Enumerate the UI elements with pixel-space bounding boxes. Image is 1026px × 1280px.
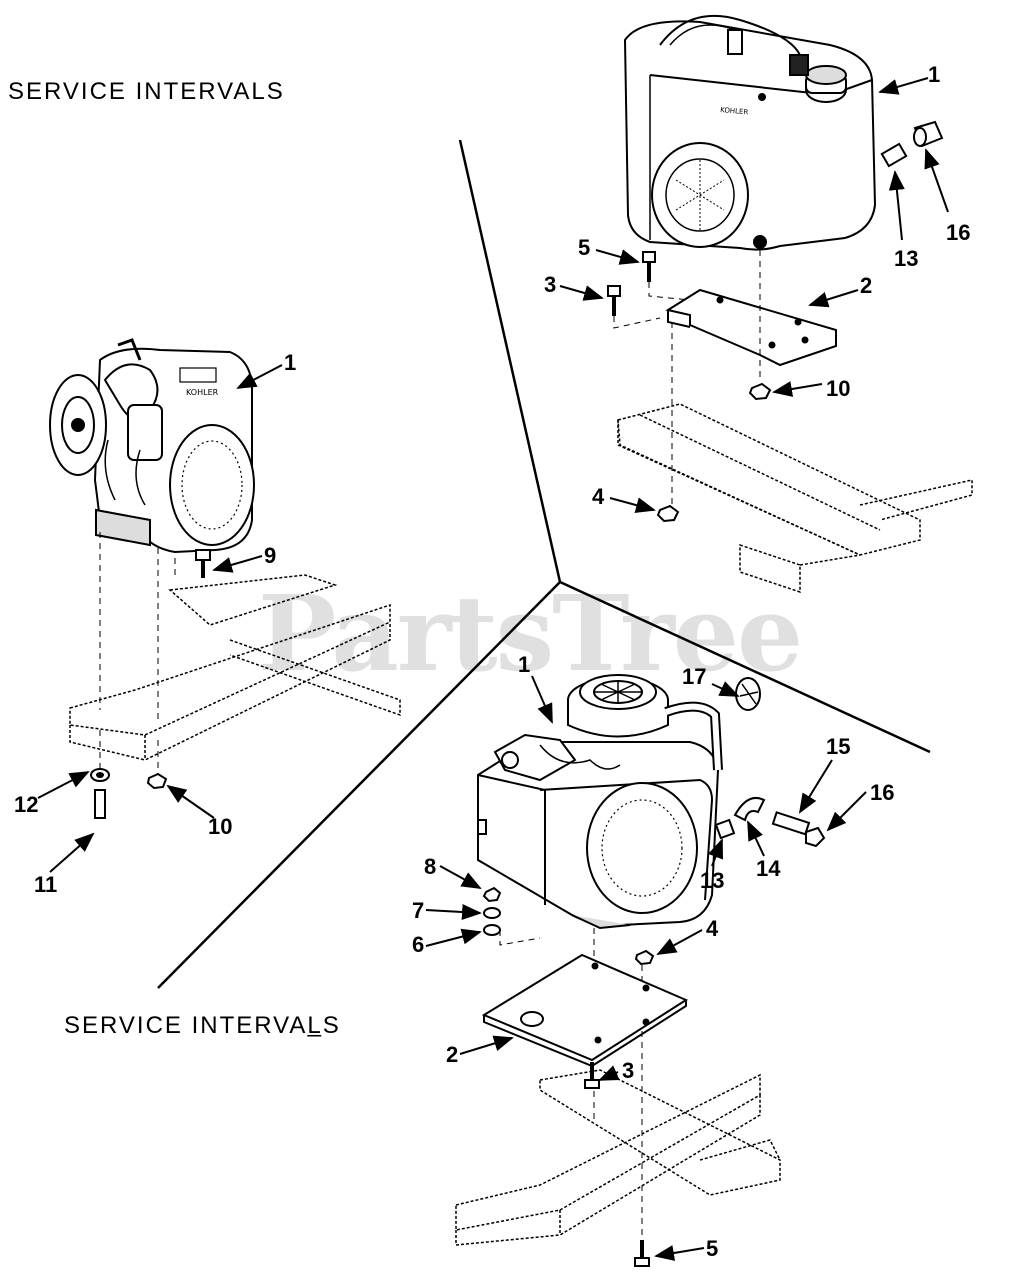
callout-2: 2 (860, 273, 872, 298)
washer-icon (483, 924, 501, 936)
bolt-head-icon (607, 285, 621, 297)
left-engine: KOHLER (49, 338, 255, 554)
callout-1: 1 (284, 350, 296, 375)
callout-5: 5 (578, 235, 590, 260)
callout-5: 5 (706, 1236, 718, 1261)
divider-line-upper (458, 139, 562, 583)
guide-lines-top (613, 250, 761, 506)
callout-10: 10 (826, 376, 850, 401)
bolt-head-icon (634, 1257, 650, 1267)
callout-15: 15 (826, 734, 850, 759)
callout-7: 7 (412, 898, 424, 923)
callout-3: 3 (544, 272, 556, 297)
cap-16-icon (805, 826, 826, 848)
frame-left (69, 574, 401, 761)
callout-11: 11 (34, 872, 57, 897)
heading-service-intervals-bottom: SERVICE INTERVAL̲S (64, 1012, 341, 1039)
pipe-15-icon (771, 811, 811, 836)
guide-lines-left (99, 532, 176, 775)
frame-bottom (455, 1069, 781, 1246)
callout-2: 2 (446, 1042, 458, 1067)
callout-10: 10 (208, 814, 232, 839)
left-engine-brand-label: KOHLER (186, 388, 219, 397)
nut-icon (482, 886, 502, 903)
nut-icon (146, 772, 168, 790)
nut-icon (634, 949, 655, 966)
bolt-head-icon (195, 549, 211, 561)
callout-6: 6 (412, 932, 424, 957)
callouts-top-right: 1 16 13 2 5 3 10 4 (544, 62, 970, 509)
divider-line-lower (157, 581, 561, 989)
callout-1: 1 (928, 62, 940, 87)
nut-icon (748, 382, 772, 401)
callout-13: 13 (894, 246, 918, 271)
lockwasher-icon (483, 907, 501, 919)
callout-17: 17 (682, 664, 706, 689)
top-right-engine: KOHLER (623, 14, 877, 251)
fitting-parts-top (880, 120, 944, 168)
bolt-left (195, 549, 211, 578)
heading-service-intervals-top: SERVICE INTERVALS (8, 78, 285, 105)
fitting-parts-bottom (714, 677, 826, 848)
callout-4: 4 (592, 484, 605, 509)
callout-4: 4 (706, 916, 719, 941)
bolt-icon (94, 789, 106, 819)
divider-line-right (559, 580, 931, 754)
elbow-icon (733, 796, 766, 822)
pipe-nipple-icon (714, 818, 736, 840)
bolts-top (607, 251, 772, 523)
section-dividers (157, 139, 931, 989)
callout-16: 16 (870, 780, 894, 805)
mount-plate-bottom (481, 949, 689, 1068)
bolt-head-icon (642, 251, 656, 263)
callout-13: 13 (700, 868, 724, 893)
nut-icon (656, 504, 680, 523)
callout-8: 8 (424, 854, 436, 879)
callout-9: 9 (264, 543, 276, 568)
watermark: PartsTree (258, 572, 803, 695)
callouts-bottom: 1 17 15 16 13 14 8 7 6 4 2 3 5 (412, 652, 894, 1261)
bottom-engine (477, 674, 723, 930)
callouts-left: 1 9 12 10 11 (14, 350, 296, 897)
pipe-nipple-icon (880, 142, 908, 168)
callout-14: 14 (756, 856, 781, 881)
leader-arrows (37, 77, 949, 1261)
callout-3: 3 (622, 1058, 634, 1083)
frame-top (617, 403, 973, 594)
engine-brand-label: KOHLER (720, 106, 749, 116)
bolt-head-icon (584, 1079, 600, 1089)
mount-plate-top (665, 288, 837, 367)
callout-16: 16 (946, 220, 970, 245)
hardware-left (90, 768, 168, 819)
callout-12: 12 (14, 792, 38, 817)
callout-1: 1 (518, 652, 530, 677)
washers-bottom (482, 886, 502, 936)
